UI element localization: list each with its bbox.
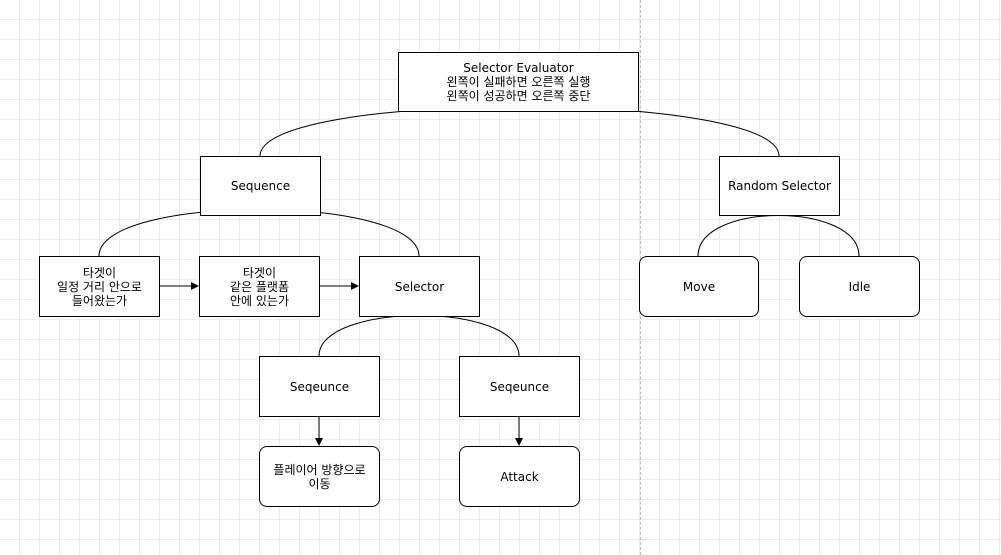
idle-node[interactable]: Idle	[799, 256, 920, 317]
branch-selector-children	[318, 315, 520, 357]
move-to-player-node[interactable]: 플레이어 방향으로 이동	[259, 446, 380, 507]
target-in-range-node[interactable]: 타겟이 일정 거리 안으로 들어왔는가	[39, 256, 160, 317]
move-node[interactable]: Move	[639, 256, 759, 317]
branch-random-selector-children	[697, 215, 860, 257]
target-same-platform-node[interactable]: 타겟이 같은 플랫폼 안에 있는가	[199, 256, 320, 317]
sequence-node[interactable]: Sequence	[200, 156, 321, 216]
seqeunce-right-node[interactable]: Seqeunce	[459, 356, 580, 417]
branch-sequence-children	[98, 209, 420, 257]
selector-node[interactable]: Selector	[359, 256, 480, 317]
selector-evaluator-node[interactable]: Selector Evaluator 왼쪽이 실패하면 오른쪽 실행 왼쪽이 성…	[398, 52, 639, 112]
branch-evaluator-children	[259, 106, 780, 157]
attack-node[interactable]: Attack	[459, 446, 580, 507]
seqeunce-left-node[interactable]: Seqeunce	[259, 356, 380, 417]
random-selector-node[interactable]: Random Selector	[719, 156, 840, 216]
